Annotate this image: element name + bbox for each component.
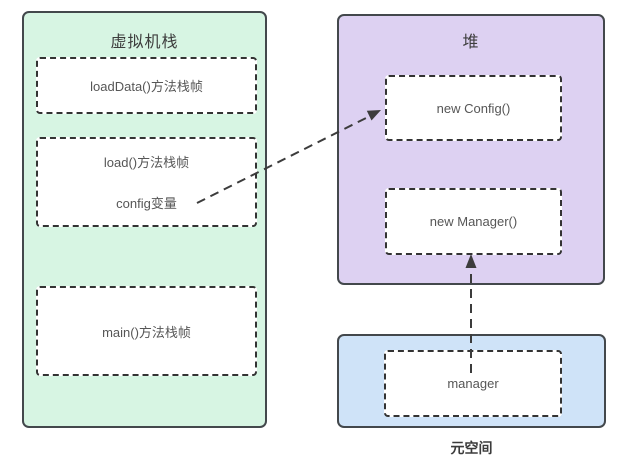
heap-object-new-manager: new Manager() bbox=[385, 188, 562, 255]
metaspace-object-manager: manager bbox=[384, 350, 562, 417]
vm-stack-title: 虚拟机栈 bbox=[110, 34, 179, 51]
heap-object-new-manager-label: new Manager() bbox=[429, 214, 518, 229]
stack-frame-load-label: load()方法栈帧 bbox=[103, 155, 190, 170]
stack-frame-loaddata-label: loadData()方法栈帧 bbox=[90, 79, 203, 94]
stack-frame-main-label: main()方法栈帧 bbox=[102, 324, 191, 340]
metaspace-object-manager-label: manager bbox=[447, 376, 499, 391]
metaspace-title: 元空间 bbox=[450, 440, 493, 456]
metaspace-panel: manager bbox=[337, 334, 606, 428]
heap-object-new-config: new Config() bbox=[385, 75, 562, 141]
config-variable-label: config变量 bbox=[116, 196, 177, 211]
heap-title: 堆 bbox=[462, 34, 480, 51]
stack-frame-loaddata: loadData()方法栈帧 bbox=[36, 57, 257, 114]
heap-object-new-config-label: new Config() bbox=[436, 100, 511, 116]
heap-panel: 堆 new Config() new Manager() bbox=[337, 14, 605, 285]
stack-frame-main: main()方法栈帧 bbox=[36, 286, 257, 376]
stack-frame-load: load()方法栈帧 config变量 bbox=[36, 137, 257, 227]
vm-stack-panel: 虚拟机栈 loadData()方法栈帧 load()方法栈帧 config变量 … bbox=[22, 11, 267, 428]
